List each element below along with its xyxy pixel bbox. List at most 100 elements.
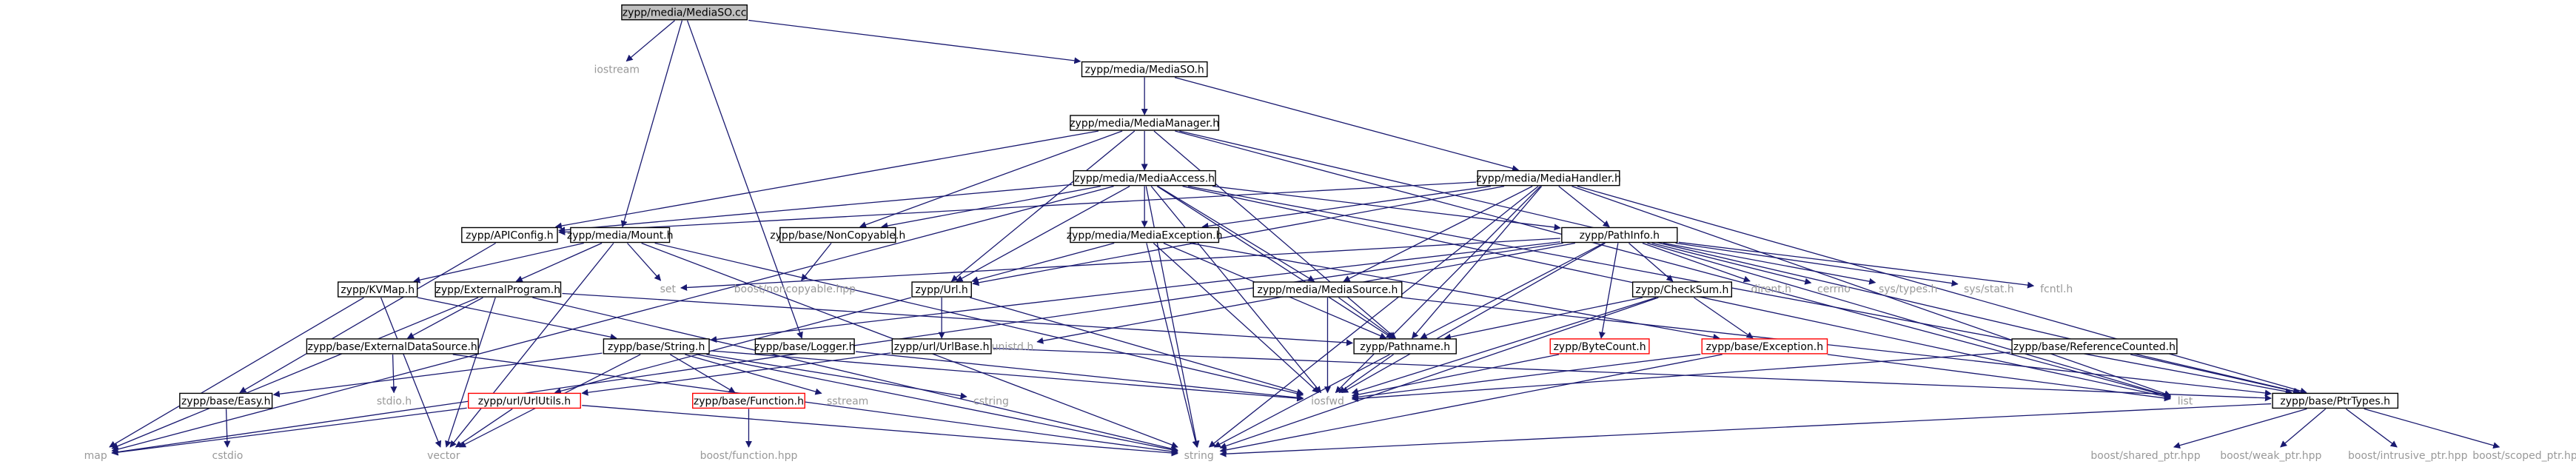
node-refcounted[interactable]: zypp/base/ReferenceCounted.h	[2011, 338, 2178, 355]
node-string: string	[1184, 450, 1214, 462]
node-box	[621, 4, 748, 21]
node-label: map	[84, 450, 107, 462]
edge-mediaaccess-to-mediasource	[1157, 186, 1315, 282]
node-label: cstdio	[212, 450, 244, 462]
edge-exception-to-list	[1827, 354, 2172, 402]
node-label: vector	[427, 450, 460, 462]
edge-mediaso_cc-to-iostream	[625, 20, 675, 62]
edge-mediaexception-to-iosfwd	[1153, 243, 1319, 394]
edge-externalprogram-to-vector	[445, 297, 496, 448]
node-urlbase[interactable]: zypp/url/UrlBase.h	[891, 338, 992, 355]
node-box	[1073, 169, 1216, 187]
edge-url-to-urlutils	[554, 297, 912, 395]
node-logger[interactable]: zypp/base/Logger.h	[754, 338, 856, 355]
node-pathname[interactable]: zypp/Pathname.h	[1353, 338, 1457, 355]
node-box	[1252, 281, 1403, 298]
edge-mediahandler-to-iosfwd	[1335, 186, 1541, 394]
node-pathinfo[interactable]: zypp/PathInfo.h	[1561, 226, 1678, 244]
node-mediamanager[interactable]: zypp/media/MediaManager.h	[1070, 115, 1220, 131]
node-fcntl: fcntl.h	[2040, 283, 2073, 295]
node-label: string	[1184, 450, 1214, 462]
node-intrusive-ptr: boost/intrusive_ptr.hpp	[2348, 450, 2468, 462]
edges	[109, 19, 2500, 457]
edge-mediaaccess-to-iosfwd	[1150, 186, 1322, 394]
node-mediasource[interactable]: zypp/media/MediaSource.h	[1252, 281, 1403, 298]
node-label: zypp/base/PtrTypes.h	[2280, 395, 2390, 407]
node-mediaaccess[interactable]: zypp/media/MediaAccess.h	[1073, 169, 1216, 187]
node-label: zypp/media/MediaSO.h	[1085, 64, 1204, 76]
edge-mediaexception-to-url	[971, 242, 1115, 283]
node-weak-ptr: boost/weak_ptr.hpp	[2220, 450, 2321, 462]
edge-pathname-to-string	[1213, 354, 1390, 448]
edge-noncopyable-to-boost_noncopyable	[801, 243, 832, 281]
node-label: boost/scoped_ptr.hpp	[2472, 450, 2576, 462]
node-mediaexception[interactable]: zypp/media/MediaException.h	[1067, 226, 1223, 244]
node-noncopyable[interactable]: zypp/base/NonCopyable.h	[770, 226, 905, 244]
node-checksum[interactable]: zypp/CheckSum.h	[1631, 281, 1733, 298]
edge-checksum-to-string	[1219, 297, 1659, 449]
edge-mediahandler-to-url	[972, 185, 1505, 286]
edge-mediahandler-to-ptrtypes	[1577, 186, 2307, 395]
edge-pathinfo-to-checksum	[1629, 243, 1674, 282]
node-box	[2011, 338, 2178, 355]
edge-refcounted-to-ptrtypes	[2130, 354, 2300, 395]
edge-mount-to-iosfwd	[654, 242, 1304, 397]
node-vector: vector	[427, 450, 460, 462]
node-urlutils[interactable]: zypp/url/UrlUtils.h	[468, 392, 581, 409]
node-mediaso-cc[interactable]: zypp/media/MediaSO.cc	[621, 4, 748, 21]
node-ptrtypes[interactable]: zypp/base/PtrTypes.h	[2272, 392, 2399, 409]
node-mediahandler[interactable]: zypp/media/MediaHandler.h	[1476, 169, 1621, 187]
node-label: boost/function.hpp	[700, 450, 798, 462]
edge-mount-to-kvmap	[413, 242, 584, 283]
edge-pathinfo-to-pathname	[1420, 242, 1604, 339]
node-label: cerrno	[1817, 283, 1851, 295]
node-label: zypp/base/Exception.h	[1706, 341, 1823, 353]
edge-ptrtypes-to-intrusive_ptr	[2346, 408, 2398, 448]
node-label: zypp/CheckSum.h	[1636, 284, 1729, 296]
node-externaldatasource[interactable]: zypp/base/ExternalDataSource.h	[306, 338, 479, 355]
node-label: zypp/base/ReferenceCounted.h	[2013, 341, 2176, 353]
node-url[interactable]: zypp/Url.h	[911, 281, 972, 298]
edge-mediamanager-to-noncopyable	[859, 130, 1123, 228]
node-box	[779, 226, 896, 244]
edge-externaldatasource-to-string	[452, 354, 1178, 455]
node-mount[interactable]: zypp/media/Mount.h	[567, 226, 674, 244]
node-apiconfig[interactable]: zypp/APIConfig.h	[461, 226, 558, 244]
node-label: zypp/media/MediaAccess.h	[1074, 173, 1215, 185]
node-cstring: cstring	[973, 395, 1009, 407]
node-kvmap[interactable]: zypp/KVMap.h	[338, 281, 418, 298]
node-string-h[interactable]: zypp/base/String.h	[603, 338, 710, 355]
node-cerrno: cerrno	[1817, 283, 1851, 295]
node-unistd: unistd.h	[992, 341, 1034, 353]
node-label: zypp/Pathname.h	[1360, 341, 1450, 353]
node-label: boost/weak_ptr.hpp	[2220, 450, 2321, 462]
node-label: unistd.h	[992, 341, 1034, 353]
node-stdio: stdio.h	[377, 395, 412, 407]
edge-url-to-iosfwd	[970, 297, 1304, 395]
edge-pathinfo-to-iosfwd	[1341, 242, 1606, 393]
edge-ptrtypes-to-scoped_ptr	[2364, 408, 2500, 449]
edge-string_h-to-iosfwd	[710, 350, 1304, 402]
node-label: zypp/media/Mount.h	[567, 230, 674, 242]
node-label: zypp/media/MediaSource.h	[1258, 284, 1398, 296]
edge-externalprogram-to-pathname	[562, 292, 1354, 346]
node-label: zypp/base/String.h	[608, 341, 705, 353]
edge-checksum-to-pathname	[1443, 297, 1643, 340]
edge-mediahandler-to-mediasource	[1343, 186, 1533, 282]
node-label: sys/stat.h	[1964, 283, 2014, 295]
node-function-h[interactable]: zypp/base/Function.h	[692, 392, 805, 409]
edge-pathinfo-to-set	[680, 238, 1560, 292]
node-sysstat: sys/stat.h	[1964, 283, 2014, 295]
node-easy[interactable]: zypp/base/Easy.h	[179, 392, 273, 409]
node-externalprogram[interactable]: zypp/ExternalProgram.h	[435, 281, 562, 298]
node-bytecount[interactable]: zypp/ByteCount.h	[1549, 338, 1650, 355]
edge-mediahandler-to-apiconfig	[558, 181, 1477, 235]
edge-mediaaccess-to-apiconfig	[558, 184, 1073, 234]
node-cstdio: cstdio	[212, 450, 244, 462]
node-label: zypp/base/Logger.h	[754, 341, 856, 353]
node-shared-ptr: boost/shared_ptr.hpp	[2090, 450, 2200, 462]
edge-kvmap-to-map	[109, 297, 364, 448]
node-exception[interactable]: zypp/base/Exception.h	[1701, 338, 1828, 355]
edge-checksum-to-iosfwd	[1351, 297, 1657, 395]
node-mediaso-h[interactable]: zypp/media/MediaSO.h	[1081, 61, 1208, 78]
